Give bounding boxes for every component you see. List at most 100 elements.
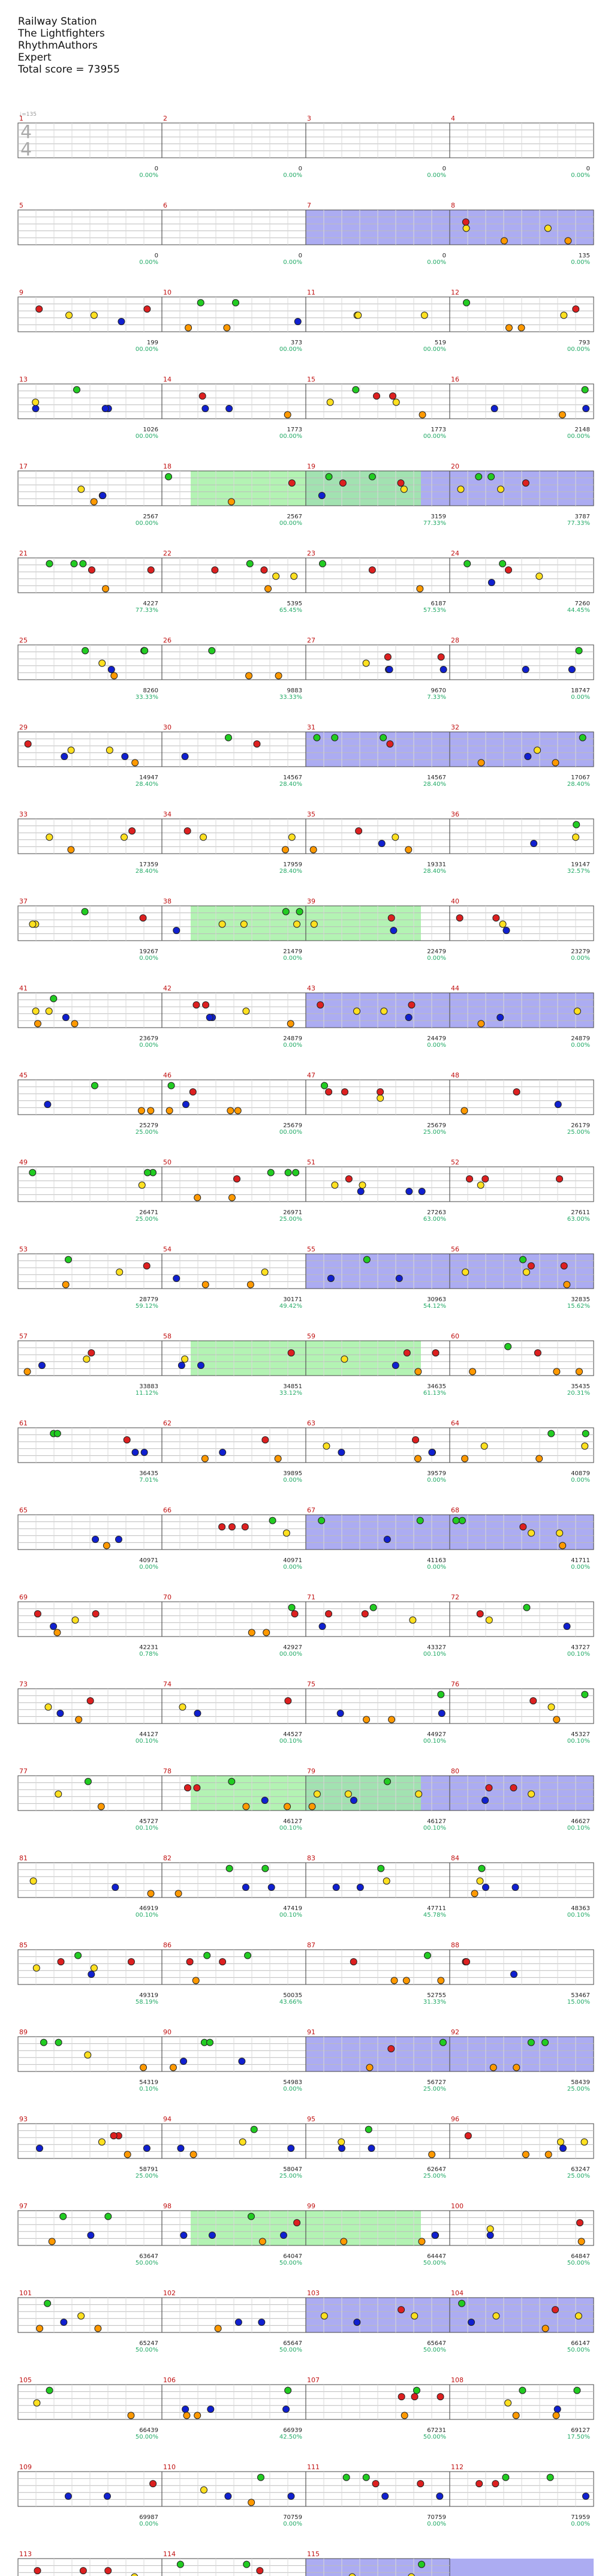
measure-score: 70759 [283, 2514, 302, 2521]
note-gem [477, 759, 485, 767]
note-gem [432, 1349, 440, 1357]
note-gem [284, 1803, 291, 1811]
measure-percent: 77.33% [136, 607, 158, 614]
note-gem [401, 2412, 408, 2419]
measure-number: 101 [19, 2289, 32, 2297]
note-gem [144, 1169, 152, 1176]
measure-score: 9883 [287, 687, 302, 694]
note-gem [139, 914, 147, 922]
note-gem [201, 1455, 209, 1463]
measure-percent: 77.33% [567, 520, 590, 527]
measure-percent: 0.00% [283, 1564, 302, 1571]
note-gem [110, 672, 118, 680]
measure-percent: 25.00% [567, 2173, 590, 2179]
measure-score: 0 [443, 166, 446, 172]
note-gem [233, 1175, 241, 1183]
note-gem [341, 1355, 348, 1363]
measure-percent: 0.00% [139, 1564, 158, 1571]
note-gem [34, 2567, 41, 2575]
note-gem [284, 1169, 292, 1176]
measure-number: 14 [163, 376, 171, 383]
note-gem [103, 2492, 111, 2500]
measure-percent: 50.00% [279, 2347, 302, 2353]
measure-number: 76 [451, 1680, 459, 1688]
note-gem [502, 926, 510, 934]
measure-number: 115 [307, 2550, 320, 2558]
measure-score: 27263 [427, 1209, 446, 1216]
note-gem [317, 1001, 324, 1009]
measure-score: 69987 [139, 2514, 158, 2521]
note-gem [513, 1088, 520, 1096]
note-gem [462, 224, 470, 232]
note-gem [400, 485, 408, 493]
note-gem [544, 2151, 552, 2158]
measure-score: 14947 [139, 774, 158, 781]
note-gem [143, 305, 151, 313]
measure-number: 15 [307, 376, 315, 383]
measure-number: 38 [163, 897, 171, 905]
note-gem [331, 734, 339, 741]
note-gem [282, 2405, 290, 2413]
note-gem [397, 479, 405, 487]
note-gem [292, 1169, 300, 1176]
note-gem [186, 1958, 194, 1966]
measure-percent: 0.00% [139, 259, 158, 266]
measure-number: 114 [163, 2550, 176, 2558]
note-gem [437, 1691, 445, 1698]
measure-number: 18 [163, 463, 171, 470]
note-gem [281, 846, 289, 854]
note-gem [412, 1436, 420, 1444]
note-gem [258, 2238, 266, 2245]
note-gem [318, 1517, 326, 1524]
measure-score: 19267 [139, 948, 158, 955]
measure-score: 63647 [139, 2253, 158, 2260]
measure-number: 4 [451, 115, 455, 122]
note-gem [505, 324, 513, 332]
note-gem [64, 1256, 72, 1263]
note-gem [417, 2480, 425, 2488]
note-gem [218, 920, 226, 928]
note-gem [56, 1709, 64, 1717]
measure-score: 44527 [283, 1731, 302, 1738]
measure-percent: 0.00% [283, 2521, 302, 2527]
measure-number: 8 [451, 202, 455, 209]
measure-score: 69127 [571, 2427, 590, 2434]
measure-number: 26 [163, 637, 171, 644]
note-gem [70, 560, 78, 568]
note-gem [423, 1951, 431, 1959]
note-gem [482, 1883, 490, 1891]
note-gem [35, 305, 43, 313]
measure-score: 30171 [283, 1296, 302, 1303]
measure-score: 519 [435, 340, 446, 346]
note-gem [284, 411, 291, 419]
measure-percent: 25.00% [136, 1216, 158, 1223]
measure-percent: 63.00% [567, 1216, 590, 1223]
total-score: Total score = 73955 [18, 64, 120, 76]
measure-number: 48 [451, 1071, 459, 1079]
measure-score: 66147 [571, 2340, 590, 2347]
measure-number: 66 [163, 1506, 171, 1514]
measure-percent: 0.00% [571, 259, 590, 266]
note-gem [50, 995, 58, 1002]
measure-percent: 45.78% [423, 1912, 446, 1919]
measure-percent: 33.33% [136, 694, 158, 701]
measure-number: 74 [163, 1680, 171, 1688]
note-gem [214, 2325, 222, 2332]
note-gem [308, 1803, 316, 1811]
measure-score: 6187 [431, 601, 446, 607]
note-gem [431, 2231, 439, 2239]
note-gem [577, 2238, 585, 2245]
measure-percent: 43.66% [279, 1999, 302, 2005]
note-gem [258, 2318, 266, 2326]
note-gem [53, 1629, 61, 1637]
measure-score: 17959 [283, 861, 302, 868]
note-gem [481, 1796, 489, 1804]
song-artist: The Lightfighters [18, 28, 105, 40]
note-gem [287, 1020, 294, 1028]
note-gem [366, 2064, 374, 2071]
note-gem [492, 2312, 500, 2320]
measure-number: 59 [307, 1332, 315, 1340]
note-gem [318, 1622, 326, 1630]
note-gem [116, 1268, 124, 1276]
measure-number: 33 [19, 810, 28, 818]
